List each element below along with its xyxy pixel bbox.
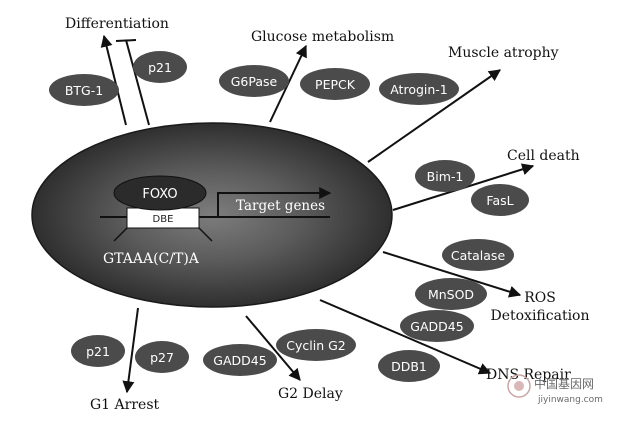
gene-atrogin1-label: Atrogin-1: [390, 82, 448, 97]
gene-p21-top: [133, 51, 187, 83]
label-dns-repair: DNS Repair: [486, 367, 571, 383]
gene-pepck: [300, 68, 370, 100]
gene-ddb1-label: DDB1: [391, 359, 427, 374]
gene-p27-label: p27: [150, 350, 174, 365]
gene-gadd45-bottom-label: GADD45: [213, 353, 266, 368]
arrow-g2-delay: [245, 315, 301, 381]
foxo-label: FOXO: [142, 187, 177, 202]
watermark-cn: 中国基因网: [534, 376, 594, 391]
gene-btg1-label: BTG-1: [65, 83, 103, 98]
label-cell-death: Cell death: [507, 148, 580, 164]
inhibit-bar-p21: [115, 39, 137, 42]
gene-ddb1: [378, 350, 440, 382]
motif-label: GTAAA(C/T)A: [103, 251, 200, 267]
gene-mnsod-label: MnSOD: [428, 287, 474, 302]
gene-catalase-label: Catalase: [451, 248, 506, 263]
transcription-arrow: [217, 187, 332, 217]
gene-fasl: [471, 184, 529, 216]
nucleus-ellipse: [31, 122, 393, 308]
gene-mnsod: [415, 278, 487, 310]
label-g1-arrest: G1 Arrest: [90, 397, 160, 413]
gene-catalase: [442, 239, 514, 271]
gene-p21-bottom: [71, 335, 125, 367]
target-genes-label: Target genes: [236, 198, 325, 214]
inhibit-line-p21: [125, 39, 150, 126]
watermark: 中国基因网 jiyinwang.com: [507, 374, 603, 405]
gene-gadd45-right-label: GADD45: [410, 319, 463, 334]
arrow-differentiation: [100, 34, 127, 126]
gene-p21-bottom-label: p21: [86, 344, 110, 359]
gene-gadd45-right: [400, 310, 474, 342]
label-differentiation: Differentiation: [65, 16, 169, 32]
gene-bim1: [415, 160, 475, 192]
label-detoxification: Detoxification: [490, 308, 589, 324]
foxo-protein: [113, 175, 207, 211]
gene-cyclin-g2-label: Cyclin G2: [286, 338, 345, 353]
arrow-dns-repair: [319, 299, 492, 375]
gene-gadd45-bottom: [203, 344, 277, 376]
gene-p27: [135, 341, 189, 373]
arrow-g1-arrest: [122, 307, 139, 394]
label-glucose-metabolism: Glucose metabolism: [251, 29, 394, 45]
label-g2-delay: G2 Delay: [278, 386, 343, 402]
gene-btg1: [49, 74, 119, 106]
watermark-logo-icon: [507, 374, 531, 398]
dbe-label: DBE: [153, 214, 174, 225]
gene-pepck-label: PEPCK: [315, 77, 356, 92]
gene-g6pase: [219, 65, 289, 97]
arrow-muscle-atrophy: [367, 69, 501, 163]
dbe-right-leg: [198, 227, 213, 242]
label-ros: ROS: [524, 290, 556, 306]
watermark-logo-core: [514, 381, 524, 391]
arrow-ros: [382, 251, 522, 298]
gene-g6pase-label: G6Pase: [231, 74, 278, 89]
gene-atrogin1: [379, 73, 459, 105]
gene-cyclin-g2: [276, 329, 356, 361]
dbe-left-leg: [113, 227, 128, 242]
watermark-en: jiyinwang.com: [537, 395, 603, 405]
label-muscle-atrophy: Muscle atrophy: [448, 45, 559, 61]
gene-bim1-label: Bim-1: [427, 169, 464, 184]
gene-p21-top-label: p21: [148, 60, 172, 75]
gene-fasl-label: FasL: [486, 193, 513, 208]
